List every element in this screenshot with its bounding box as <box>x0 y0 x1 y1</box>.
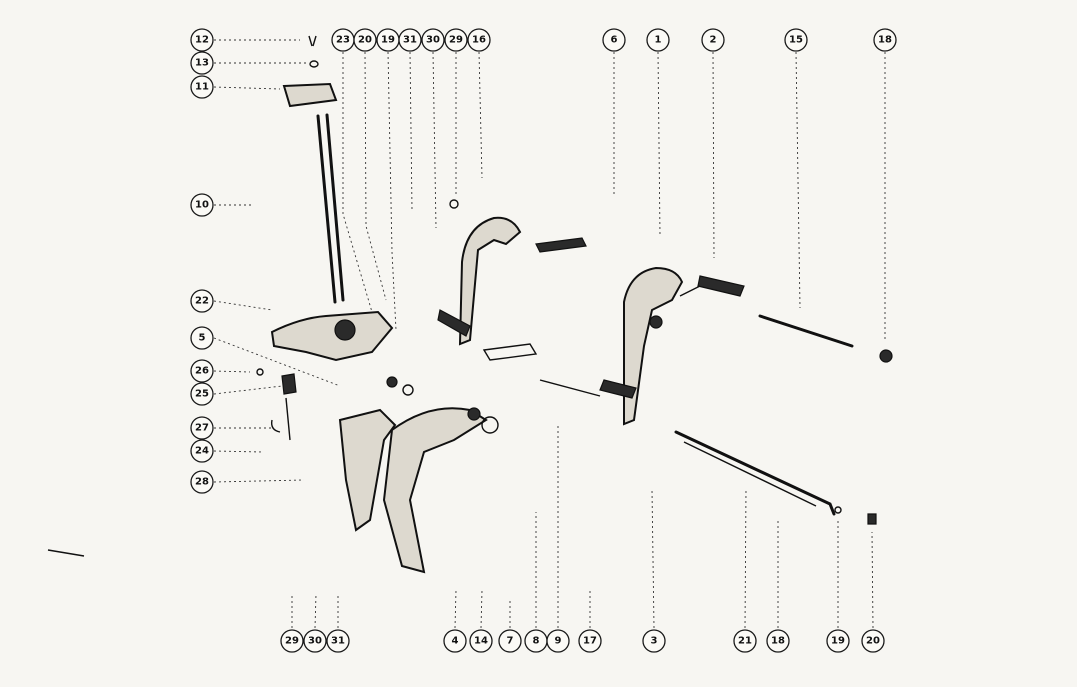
part-10-tiller-rod <box>316 114 337 304</box>
part-25-bolt <box>281 373 297 395</box>
svg-text:29: 29 <box>285 636 299 647</box>
callout-14: 14 <box>469 629 493 653</box>
svg-text:20: 20 <box>358 35 372 46</box>
svg-text:4: 4 <box>452 636 459 647</box>
svg-text:5: 5 <box>199 333 206 344</box>
part-6-screw <box>535 237 587 253</box>
callout-8: 8 <box>524 629 548 653</box>
svg-text:30: 30 <box>308 636 322 647</box>
callout-10: 10 <box>190 193 214 217</box>
callout-20-top: 20 <box>353 28 377 52</box>
callout-5: 5 <box>190 326 214 350</box>
svg-text:1: 1 <box>655 35 662 46</box>
svg-text:19: 19 <box>831 636 845 647</box>
svg-text:31: 31 <box>403 35 417 46</box>
svg-text:29: 29 <box>449 35 463 46</box>
svg-text:16: 16 <box>472 35 486 46</box>
part-12-pin <box>308 35 317 47</box>
callout-28: 28 <box>190 470 214 494</box>
svg-text:12: 12 <box>195 35 209 46</box>
callout-9: 9 <box>546 629 570 653</box>
svg-text:7: 7 <box>507 636 514 647</box>
svg-text:18: 18 <box>771 636 785 647</box>
part-19-pin <box>834 506 842 514</box>
callout-4: 4 <box>443 629 467 653</box>
svg-text:10: 10 <box>195 200 209 211</box>
callout-2: 2 <box>701 28 725 52</box>
callout-25: 25 <box>190 382 214 406</box>
callout-18-top: 18 <box>873 28 897 52</box>
svg-text:28: 28 <box>195 477 209 488</box>
callout-29-top: 29 <box>444 28 468 52</box>
svg-text:23: 23 <box>336 35 350 46</box>
callout-19-bottom: 19 <box>826 629 850 653</box>
svg-text:30: 30 <box>426 35 440 46</box>
callout-6: 6 <box>602 28 626 52</box>
svg-text:25: 25 <box>195 389 209 400</box>
callout-12: 12 <box>190 28 214 52</box>
part-2-thumbscrew <box>697 275 745 297</box>
svg-text:17: 17 <box>583 636 597 647</box>
svg-text:22: 22 <box>195 296 209 307</box>
part-22-bracket <box>270 310 394 362</box>
callout-16: 16 <box>467 28 491 52</box>
part-18-nut <box>879 349 893 363</box>
part-13-washer <box>309 60 319 68</box>
svg-text:9: 9 <box>555 636 562 647</box>
svg-text:20: 20 <box>866 636 880 647</box>
part-21-lever <box>674 430 836 516</box>
svg-text:13: 13 <box>195 58 209 69</box>
svg-text:21: 21 <box>738 636 752 647</box>
callout-23: 23 <box>331 28 355 52</box>
svg-text:8: 8 <box>533 636 540 647</box>
svg-text:3: 3 <box>651 636 658 647</box>
part-15-rod <box>758 314 854 348</box>
callout-29-bottom: 29 <box>280 629 304 653</box>
callout-31-top: 31 <box>398 28 422 52</box>
svg-text:2: 2 <box>710 35 717 46</box>
callout-30-top: 30 <box>421 28 445 52</box>
callout-1: 1 <box>646 28 670 52</box>
part-16-swivel-arm <box>458 216 522 346</box>
callout-21: 21 <box>733 629 757 653</box>
callout-20-bottom: 20 <box>861 629 885 653</box>
svg-text:31: 31 <box>331 636 345 647</box>
callout-11: 11 <box>190 75 214 99</box>
callout-13: 13 <box>190 51 214 75</box>
callout-26: 26 <box>190 359 214 383</box>
part-20-cap <box>867 513 877 525</box>
part-1-clamp <box>623 266 684 426</box>
leader-lines <box>213 39 886 629</box>
callout-22: 22 <box>190 289 214 313</box>
callout-7: 7 <box>498 629 522 653</box>
callout-18-bottom: 18 <box>766 629 790 653</box>
svg-text:11: 11 <box>195 82 209 93</box>
callout-15: 15 <box>784 28 808 52</box>
part-11-handle-grip <box>282 82 338 108</box>
callout-24: 24 <box>190 439 214 463</box>
svg-text:24: 24 <box>195 446 209 457</box>
parts-drawing <box>47 35 893 574</box>
part-5-housing <box>338 408 397 532</box>
svg-text:15: 15 <box>789 35 803 46</box>
svg-text:27: 27 <box>195 423 209 434</box>
svg-text:6: 6 <box>611 35 618 46</box>
callout-17: 17 <box>578 629 602 653</box>
svg-text:26: 26 <box>195 366 209 377</box>
callout-3: 3 <box>642 629 666 653</box>
callout-27: 27 <box>190 416 214 440</box>
part-3-screw <box>599 379 637 399</box>
svg-text:19: 19 <box>381 35 395 46</box>
part-4-clamp-body <box>382 407 488 574</box>
callout-31-bottom: 31 <box>326 629 350 653</box>
svg-text:18: 18 <box>878 35 892 46</box>
svg-text:14: 14 <box>474 636 488 647</box>
callout-30-bottom: 30 <box>303 629 327 653</box>
callout-19-top: 19 <box>376 28 400 52</box>
